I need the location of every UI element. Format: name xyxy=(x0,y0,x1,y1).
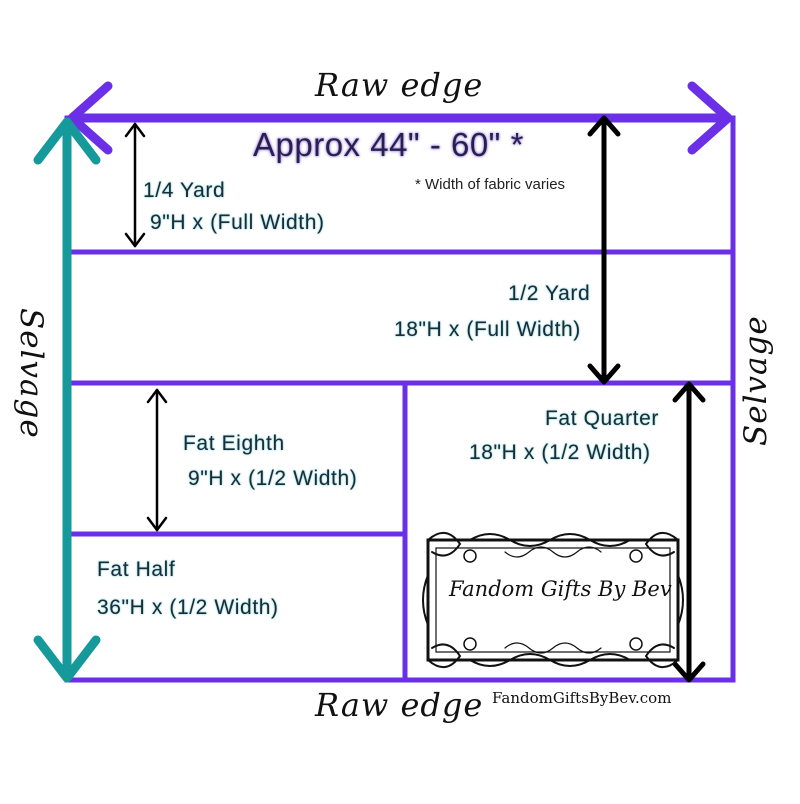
raw-edge-bottom-label: Raw edge xyxy=(315,686,484,724)
fat-eighth-size: 9"H x (1/2 Width) xyxy=(188,467,358,490)
fat-quarter-arrow xyxy=(672,381,706,683)
quarter-yard-size: 9"H x (Full Width) xyxy=(150,211,325,234)
fat-eighth-arrow xyxy=(146,388,168,532)
quarter-yard-arrow xyxy=(124,122,146,248)
logo-text: Fandom Gifts By Bev xyxy=(449,577,672,601)
measure-arrows xyxy=(124,115,706,683)
half-yard-arrow xyxy=(587,115,621,385)
selvage-right-label: Selvage xyxy=(738,315,774,446)
selvage-left-arrow xyxy=(33,117,101,683)
fat-eighth-name: Fat Eighth xyxy=(183,432,285,455)
logo-frame xyxy=(422,532,684,668)
selvage-left-label: Selvage xyxy=(13,308,49,439)
fat-half-size: 36"H x (1/2 Width) xyxy=(97,596,279,619)
fat-quarter-size: 18"H x (1/2 Width) xyxy=(469,441,651,464)
raw-edge-top-arrow xyxy=(67,81,733,155)
fat-half-name: Fat Half xyxy=(97,558,176,581)
website-url: FandomGiftsByBev.com xyxy=(492,689,672,707)
quarter-yard-name: 1/4 Yard xyxy=(143,179,226,202)
half-yard-size: 18"H x (Full Width) xyxy=(394,318,581,341)
fat-quarter-name: Fat Quarter xyxy=(545,407,659,430)
fabric-width-note: * Width of fabric varies xyxy=(415,176,566,193)
half-yard-name: 1/2 Yard xyxy=(508,282,591,305)
fabric-width-heading: Approx 44" - 60" * xyxy=(253,126,524,163)
raw-edge-top-label: Raw edge xyxy=(315,66,484,104)
